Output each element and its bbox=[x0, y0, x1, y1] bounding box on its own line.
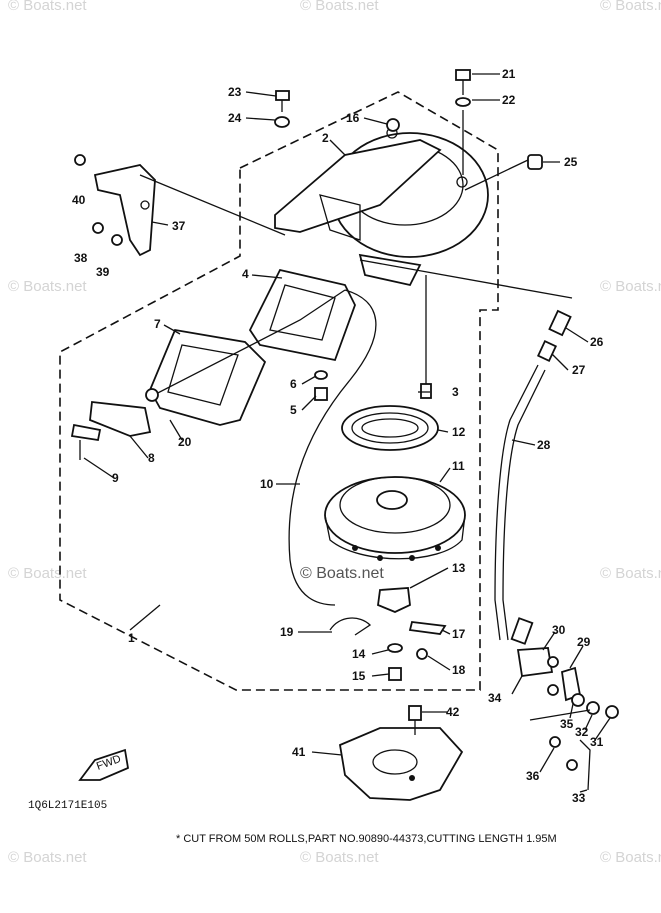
callout-numbers: 1 2 3 4 5 6 7 8 9 10 11 12 13 14 15 16 1… bbox=[72, 67, 604, 805]
plate-17 bbox=[408, 621, 447, 635]
watermark: © Boats.net bbox=[8, 565, 87, 582]
leader-lines bbox=[83, 73, 611, 793]
washer-14 bbox=[387, 643, 403, 653]
clip-8 bbox=[89, 401, 152, 437]
watermark: © Boats.net bbox=[8, 278, 87, 295]
callout-10: 10 bbox=[260, 477, 274, 491]
spiral-spring-12 bbox=[341, 405, 439, 451]
watermark: © Boats.net bbox=[600, 0, 661, 14]
callout-8: 8 bbox=[148, 451, 155, 465]
callout-42: 42 bbox=[446, 705, 460, 719]
callout-14: 14 bbox=[352, 647, 366, 661]
callout-26: 26 bbox=[590, 335, 604, 349]
callout-28: 28 bbox=[537, 438, 551, 452]
assembly-boundary bbox=[59, 91, 499, 691]
callout-7: 7 bbox=[154, 317, 161, 331]
callout-22: 22 bbox=[502, 93, 516, 107]
callout-32: 32 bbox=[575, 725, 589, 739]
nut-18 bbox=[416, 648, 428, 660]
handle-7 bbox=[149, 328, 267, 426]
grommet-24 bbox=[274, 116, 290, 128]
base-plate-41 bbox=[338, 727, 464, 801]
sheave-drum-11 bbox=[324, 476, 466, 561]
callout-25: 25 bbox=[564, 155, 578, 169]
callout-15: 15 bbox=[352, 669, 366, 683]
callout-39: 39 bbox=[96, 265, 110, 279]
spring-19 bbox=[329, 617, 372, 636]
starter-housing bbox=[274, 127, 489, 287]
callout-37: 37 bbox=[172, 219, 186, 233]
callout-16: 16 bbox=[346, 111, 360, 125]
center-watermark: © Boats.net bbox=[300, 565, 384, 582]
washer-22 bbox=[455, 97, 471, 107]
callout-5: 5 bbox=[290, 403, 297, 417]
callout-23: 23 bbox=[228, 85, 242, 99]
bolt-5 bbox=[314, 387, 328, 401]
watermark: © Boats.net bbox=[600, 565, 661, 582]
callout-41: 41 bbox=[292, 745, 306, 759]
starter-rope-20 bbox=[147, 289, 346, 399]
cable-assembly bbox=[359, 259, 573, 645]
grommet-16 bbox=[386, 118, 400, 132]
callout-19: 19 bbox=[280, 625, 294, 639]
callout-18: 18 bbox=[452, 663, 466, 677]
screw-40 bbox=[74, 154, 86, 166]
watermark: © Boats.net bbox=[8, 0, 87, 14]
callout-3: 3 bbox=[452, 385, 459, 399]
fwd-arrow-icon: FWD bbox=[78, 748, 130, 781]
bolt-23 bbox=[275, 90, 290, 112]
callout-27: 27 bbox=[572, 363, 586, 377]
watermark: © Boats.net bbox=[600, 278, 661, 295]
callout-31: 31 bbox=[590, 735, 604, 749]
bolt-15 bbox=[388, 667, 402, 681]
washer-6 bbox=[314, 370, 328, 380]
pawl-13 bbox=[377, 587, 411, 613]
bolt-21 bbox=[455, 69, 471, 95]
seal-4 bbox=[248, 268, 356, 362]
callout-13: 13 bbox=[452, 561, 466, 575]
callout-24: 24 bbox=[228, 111, 242, 125]
callout-9: 9 bbox=[112, 471, 119, 485]
cap-25 bbox=[527, 154, 543, 170]
callout-21: 21 bbox=[502, 67, 516, 81]
callout-30: 30 bbox=[552, 623, 566, 637]
footnote: * CUT FROM 50M ROLLS,PART NO.90890-44373… bbox=[176, 833, 557, 845]
callout-17: 17 bbox=[452, 627, 466, 641]
callout-33: 33 bbox=[572, 791, 586, 805]
diagram-code: 1Q6L2171E105 bbox=[28, 800, 107, 812]
watermark: © Boats.net bbox=[600, 849, 661, 866]
callout-2: 2 bbox=[322, 131, 329, 145]
bracket-37 bbox=[93, 164, 156, 257]
watermark: © Boats.net bbox=[8, 849, 87, 866]
callout-38: 38 bbox=[74, 251, 88, 265]
callout-40: 40 bbox=[72, 193, 86, 207]
callout-35: 35 bbox=[560, 717, 574, 731]
rope-knot bbox=[145, 388, 159, 402]
callout-6: 6 bbox=[290, 377, 297, 391]
bolt-42 bbox=[408, 705, 422, 721]
callout-29: 29 bbox=[577, 635, 591, 649]
callout-1: 1 bbox=[128, 631, 135, 645]
rope-10 bbox=[288, 289, 377, 606]
watermark: © Boats.net bbox=[300, 849, 379, 866]
callout-34: 34 bbox=[488, 691, 502, 705]
callout-4: 4 bbox=[242, 267, 249, 281]
callout-36: 36 bbox=[526, 769, 540, 783]
callout-12: 12 bbox=[452, 425, 466, 439]
callout-11: 11 bbox=[452, 459, 465, 473]
linkage-parts bbox=[516, 647, 619, 791]
watermark: © Boats.net bbox=[300, 0, 379, 14]
pin-3 bbox=[420, 383, 432, 399]
pin-9 bbox=[70, 423, 102, 442]
callout-20: 20 bbox=[178, 435, 192, 449]
watermarks: © Boats.net © Boats.net © Boats.net © Bo… bbox=[8, 0, 661, 866]
screw-38 bbox=[92, 222, 104, 234]
washer-39 bbox=[111, 234, 123, 246]
